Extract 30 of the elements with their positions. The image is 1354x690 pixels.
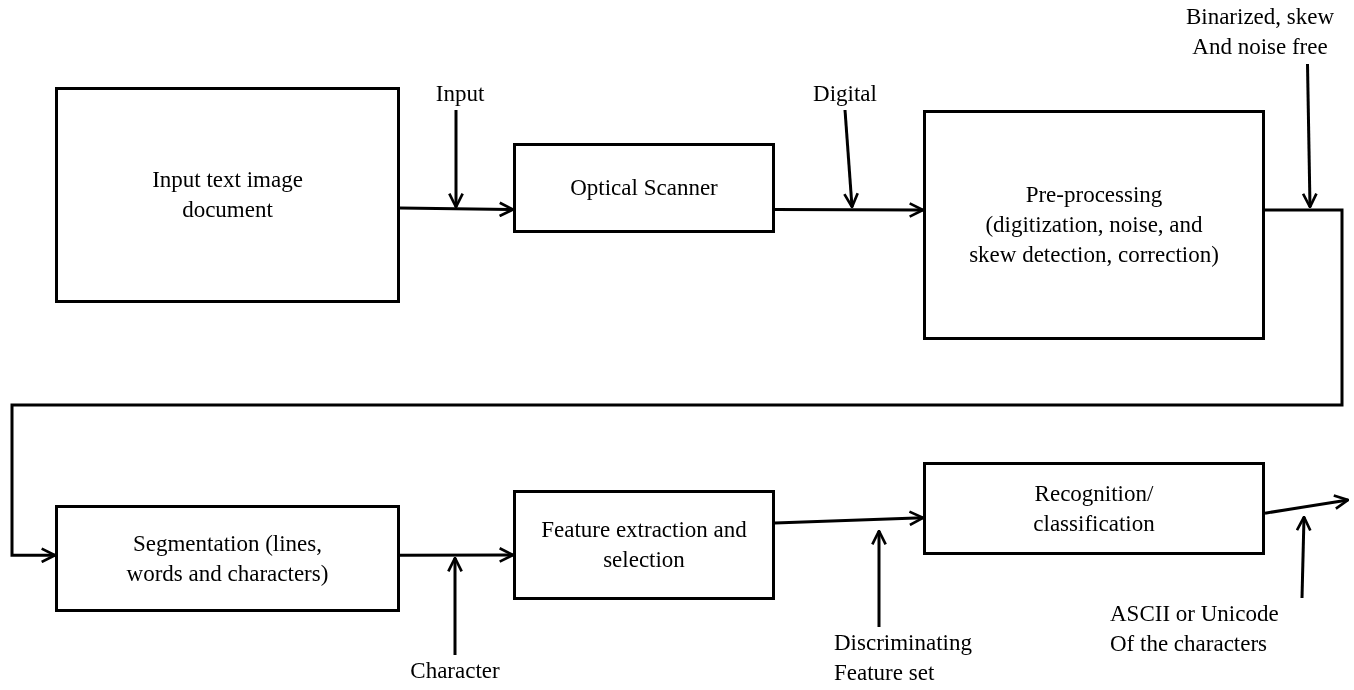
- process-box: [513, 143, 775, 233]
- process-box: [55, 505, 400, 612]
- arrow: [400, 546, 515, 563]
- annotation-text: Input: [435, 80, 485, 109]
- leader-arrow: [871, 529, 887, 627]
- leader-arrow: [448, 110, 464, 209]
- process-box: [923, 110, 1265, 340]
- box-label: Recognition/ classification: [1032, 479, 1156, 538]
- box-label: Input text image document: [151, 166, 304, 224]
- box-label: Optical Scanner: [570, 174, 718, 203]
- leader-arrow: [447, 556, 463, 655]
- annotation-text: Binarized, skew And noise free: [1184, 3, 1336, 61]
- arrow: [399, 201, 515, 218]
- process-box: [923, 462, 1265, 555]
- arrow: [1264, 494, 1350, 515]
- leader-arrow: [843, 109, 859, 209]
- box-label: Feature extraction and selection: [540, 516, 748, 574]
- process-box: [55, 87, 400, 303]
- arrow: [775, 202, 925, 218]
- leader-arrow: [1301, 63, 1318, 209]
- leader-arrow: [1295, 515, 1312, 599]
- arrow: [774, 510, 925, 527]
- box-label: Segmentation (lines, words and characters): [125, 529, 330, 588]
- annotation-text: Digital: [813, 80, 877, 109]
- annotation-text: ASCII or Unicode Of the characters: [1110, 600, 1280, 658]
- box-label: Pre-processing (digitization, noise, and skew detection, correction): [969, 181, 1219, 269]
- annotation-text: Character: [410, 657, 500, 686]
- process-box: [513, 490, 775, 600]
- arrow: [10, 208, 1344, 564]
- annotation-text: Discriminating Feature set: [834, 629, 973, 687]
